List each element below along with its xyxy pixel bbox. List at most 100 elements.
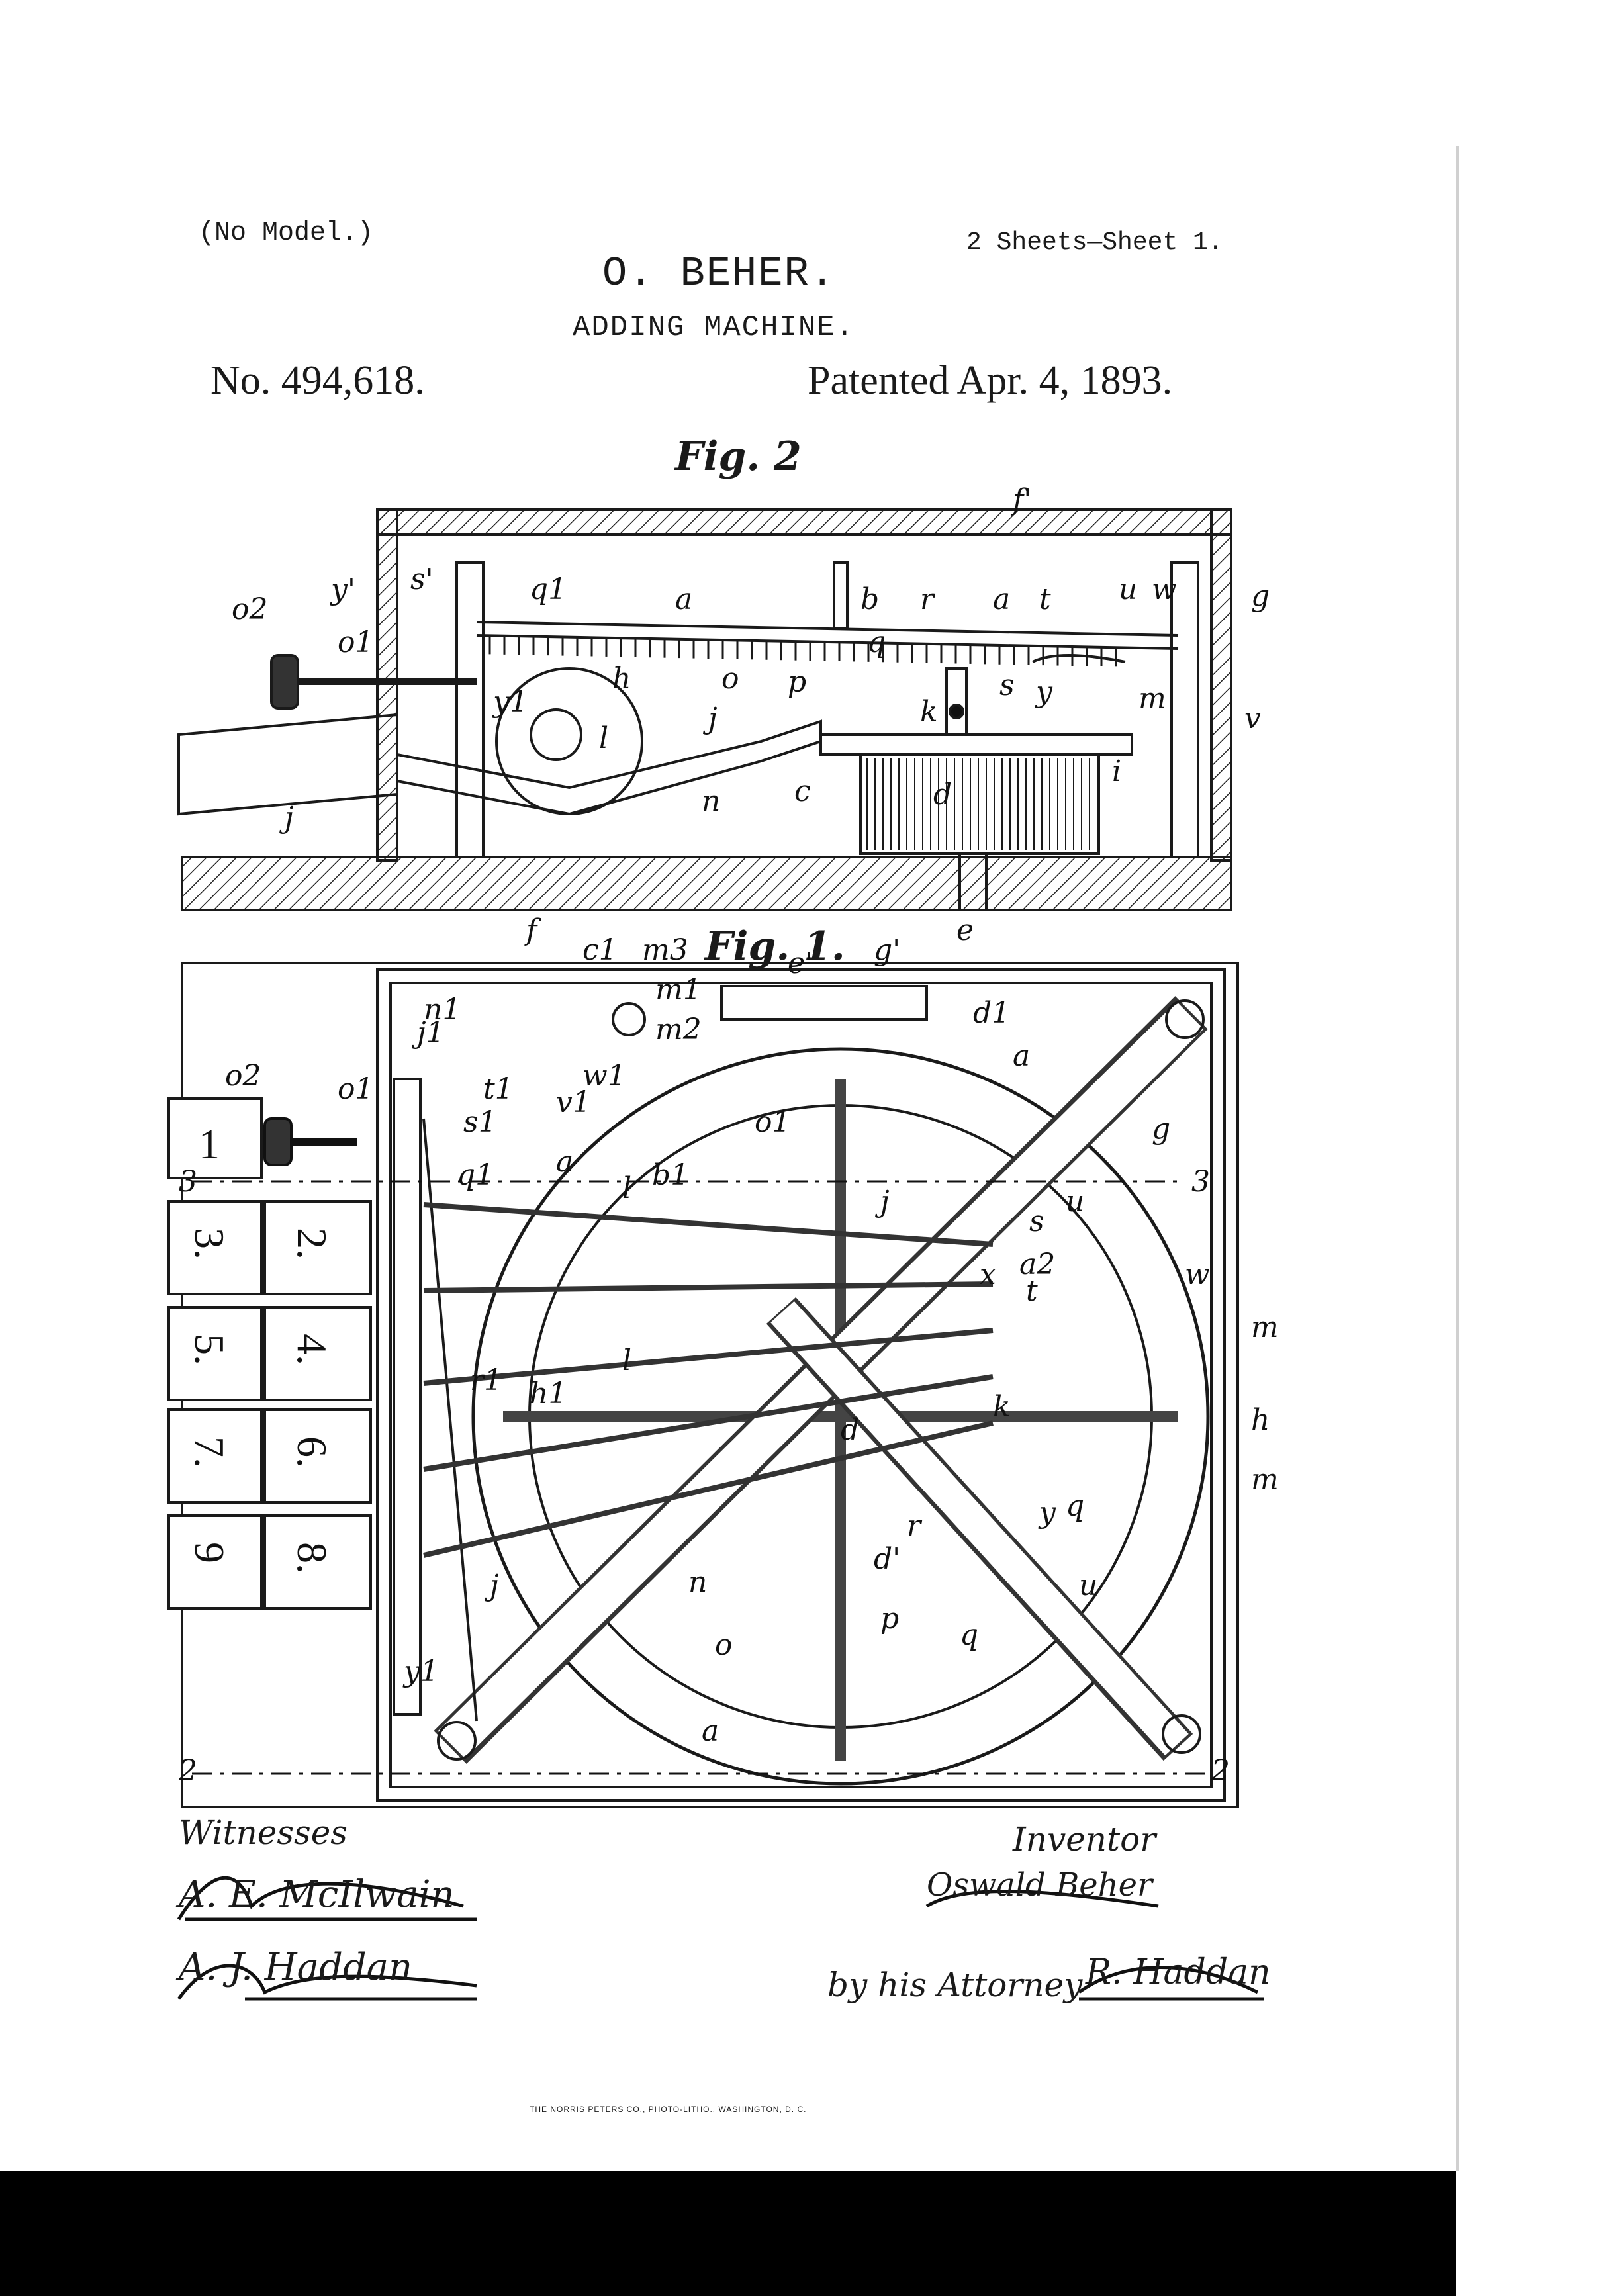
- fig1-label-25: w: [1185, 1258, 1210, 1291]
- fig2-inner-frame: [396, 533, 1213, 858]
- fig2-label-6: b: [860, 582, 879, 616]
- fig1-inner-frame-2: [389, 982, 1213, 1788]
- fig2-cam: [495, 667, 643, 815]
- fig2-label-27: c: [794, 774, 811, 808]
- fig2-right-wall: [1210, 508, 1232, 862]
- fig1-label-47: y1: [402, 1655, 439, 1688]
- key-6: 6.: [289, 1436, 336, 1468]
- fig2-rack-a: [476, 621, 1179, 637]
- fig1-label-20: a: [556, 1145, 573, 1179]
- fig2-label-24: l: [599, 721, 608, 755]
- fig2-drum-lines: [866, 758, 1090, 850]
- fig2-post-right: [1170, 561, 1199, 858]
- page-edge: [1456, 146, 1459, 2171]
- fig2-drawing: [177, 508, 1232, 911]
- fig1-label-31: h: [1251, 1403, 1270, 1437]
- fig1-lever-y1: [422, 1118, 478, 1722]
- fig1-screw-bl: [437, 1721, 477, 1761]
- sheet-count: 2 Sheets—Sheet 1.: [966, 228, 1223, 257]
- fig2-label-3: s': [410, 563, 434, 596]
- section-lines: [192, 1180, 1205, 1775]
- fig1-label-38: q: [1066, 1489, 1084, 1523]
- fig2-label-7: r: [920, 582, 936, 616]
- key-4: 4.: [289, 1334, 336, 1365]
- fig1-screw-tr: [1165, 999, 1205, 1039]
- fig2-post-left: [455, 561, 485, 858]
- key-7: 7.: [186, 1436, 233, 1468]
- fig1-label-35: r1: [470, 1363, 502, 1397]
- witness2-signature: A. J. Haddan: [179, 1946, 413, 1989]
- fig2-lid: [376, 508, 1232, 536]
- fig1-label-3: g': [874, 933, 900, 967]
- key-2: 2.: [289, 1228, 336, 1260]
- fig1-label-13: o2: [225, 1059, 261, 1093]
- fig1-label-9: a: [1013, 1039, 1030, 1073]
- fig1-label-30: l: [622, 1344, 631, 1377]
- fig1-label-2: e': [788, 946, 813, 980]
- fig2-spring: [1032, 654, 1126, 663]
- attorney-signature: R. Haddan: [1086, 1952, 1271, 1992]
- fig1-label-46: j: [484, 1569, 499, 1602]
- fig2-label-20: k: [920, 695, 938, 729]
- fig1-label-0: c1: [582, 933, 618, 967]
- fig2-rack-b: [476, 634, 1179, 650]
- fig2-lever-j: [396, 719, 822, 816]
- fig2-label-2: y': [330, 573, 355, 606]
- fig1-label-12: v1: [556, 1085, 591, 1119]
- fig1-knob: [263, 1117, 357, 1166]
- fig1-label-39: r: [907, 1509, 923, 1543]
- fig2-label-11: w: [1152, 573, 1177, 606]
- fig2-label-17: q: [867, 625, 886, 659]
- witnesses-label: Witnesses: [179, 1814, 348, 1852]
- fig2-label-16: p: [788, 665, 806, 699]
- fig1-label-33: d: [841, 1413, 859, 1447]
- fig2-label-8: a: [993, 582, 1010, 616]
- fig2-pivot-k: [949, 704, 964, 719]
- inventor-signature: Oswald Beher: [927, 1866, 1152, 1904]
- key-9: 9: [186, 1542, 233, 1563]
- fig1-label-50: 2: [1211, 1754, 1230, 1788]
- witness2-signature-drawing: [177, 1964, 477, 2000]
- fig2-label-31: f: [524, 913, 541, 947]
- fig1-label-45: q: [960, 1618, 978, 1652]
- fig2-label-22: v: [1244, 702, 1261, 735]
- fig2-spindle: [958, 852, 988, 911]
- witness1-signature-drawing: [177, 1876, 464, 1921]
- fig2-cam-hub: [530, 708, 582, 761]
- fig2-key-lever: [177, 713, 398, 816]
- fig2-arm-k: [945, 667, 968, 736]
- fig1-left-rail: [393, 1078, 422, 1716]
- fig2-label-28: d: [933, 778, 952, 811]
- fig1-label-1: m3: [642, 933, 688, 967]
- fig1-label-17: o1: [755, 1105, 790, 1139]
- fig2-label-25: j: [702, 702, 718, 735]
- fig1-label-44: p: [880, 1602, 899, 1635]
- inventor-signature-drawing: [925, 1890, 1159, 1908]
- fig1-label-49: 2: [178, 1754, 197, 1788]
- fig2-label-1: o2: [232, 592, 267, 626]
- fig1-label-11: w1: [582, 1059, 626, 1093]
- fig2-label-9: t: [1039, 582, 1051, 616]
- fig2-label-12: g: [1251, 579, 1270, 613]
- patent-date: Patented Apr. 4, 1893.: [808, 358, 1173, 403]
- fig1-label-14: o1: [338, 1072, 373, 1106]
- fig1-guide: [1102, 1019, 1185, 1741]
- fig1-key-levers: [423, 1202, 994, 1558]
- fig2-label-23: y1: [492, 685, 528, 719]
- fig2-label-4: q1: [530, 573, 567, 606]
- fig1-label-15: s1: [463, 1105, 497, 1139]
- fig1-label-28: t: [1026, 1274, 1038, 1308]
- fig1-label-26: x: [980, 1258, 996, 1291]
- printer-credit: THE NORRIS PETERS CO., PHOTO-LITHO., WAS…: [530, 2105, 807, 2114]
- fig1-label-10: t1: [483, 1072, 514, 1106]
- fig2-label-26: n: [702, 784, 720, 818]
- attorney-line: by his Attorney: [827, 1966, 1083, 2004]
- fig1-key-numbers: 1 3. 2. 5. 4. 7. 6. 9 8.: [186, 1121, 336, 1574]
- fig2-label-0: f': [1011, 483, 1031, 517]
- fig1-label-7: d1: [973, 996, 1010, 1030]
- fig1-key-tabs: [167, 1097, 372, 1610]
- fig1-cross-bar-2-fill: [770, 1301, 1189, 1756]
- fig1-label-34: h1: [530, 1377, 567, 1410]
- fig2-label-10: u: [1119, 573, 1137, 606]
- model-note: (No Model.): [199, 218, 374, 248]
